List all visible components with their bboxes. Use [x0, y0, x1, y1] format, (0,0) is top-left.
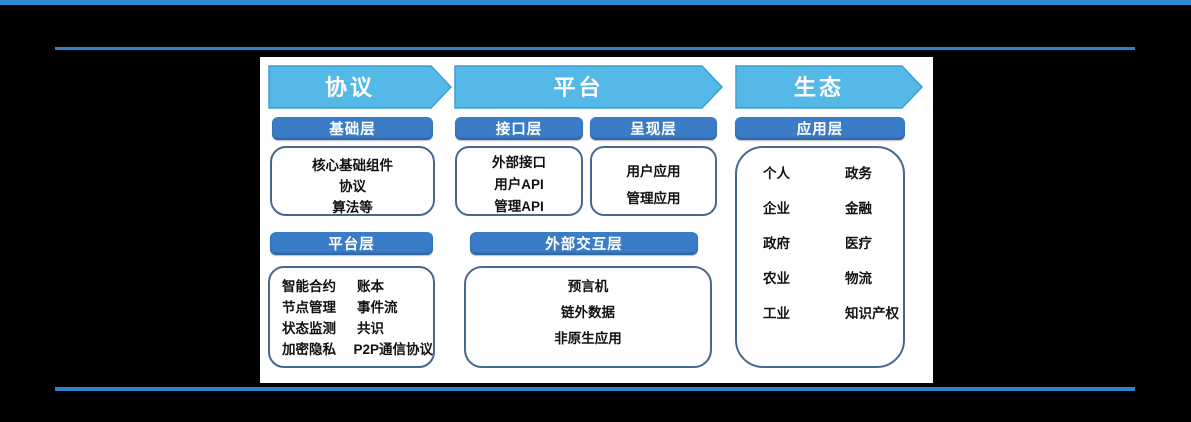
slide-divider-line-top	[55, 47, 1135, 50]
layer-header-presentation: 呈现层	[590, 117, 717, 140]
slide-canvas: 协议 平台 生态 基础层 接口层 呈现层 应用层 平台层 外部交互层 核心基础组…	[260, 57, 933, 383]
layer-box-external-interaction: 预言机 链外数据 非原生应用	[464, 266, 712, 368]
layer-box-interface: 外部接口 用户API 管理API	[455, 146, 583, 216]
layer-item: P2P通信协议	[353, 342, 433, 357]
layer-item: 事件流	[357, 300, 398, 315]
layer-item: 协议	[339, 179, 366, 194]
layer-item: 核心基础组件	[312, 158, 393, 173]
slide-divider-line-bottom	[55, 387, 1135, 391]
layer-item: 链外数据	[561, 305, 615, 320]
layer-item: 算法等	[332, 200, 373, 215]
layer-item: 智能合约	[282, 279, 336, 294]
arrow-banner-protocol: 协议	[268, 65, 452, 109]
chevron-right-banner-icon	[268, 65, 452, 109]
layer-item: 工业	[763, 306, 790, 321]
layer-item: 管理应用	[626, 191, 681, 206]
arrow-label-ecosystem: 生态	[793, 75, 844, 100]
chevron-right-banner-icon	[454, 65, 723, 109]
layer-item-row: 政府 医疗	[737, 233, 903, 254]
layer-header-external-interaction: 外部交互层	[470, 232, 698, 255]
layer-item-row: 智能合约 账本	[282, 277, 433, 297]
layer-item: 知识产权	[845, 306, 899, 321]
layer-item: 外部接口	[492, 155, 546, 170]
layer-item: 医疗	[845, 236, 872, 251]
layer-header-application: 应用层	[735, 117, 905, 140]
layer-item: 状态监测	[282, 321, 336, 336]
layer-item: 节点管理	[282, 300, 336, 315]
arrow-label-platform: 平台	[553, 75, 604, 100]
layer-item: 物流	[845, 271, 872, 286]
layer-box-base: 核心基础组件 协议 算法等	[270, 146, 435, 216]
layer-item-row: 节点管理 事件流	[282, 298, 433, 318]
layer-item: 加密隐私	[282, 342, 336, 357]
layer-item: 账本	[357, 279, 384, 294]
chevron-right-banner-icon	[735, 65, 923, 109]
layer-item: 个人	[763, 166, 790, 181]
layer-item-row: 工业 知识产权	[737, 303, 903, 324]
layer-item-row: 状态监测 共识	[282, 319, 433, 339]
layer-item: 用户应用	[626, 164, 681, 179]
layer-item: 企业	[763, 201, 790, 216]
layer-box-application: 个人 政务 企业 金融 政府 医疗 农业 物流 工业 知识产权	[735, 146, 905, 368]
layer-item-row: 个人 政务	[737, 163, 903, 184]
arrow-banner-platform: 平台	[454, 65, 723, 109]
layer-item: 用户API	[494, 177, 544, 192]
layer-header-base: 基础层	[272, 117, 433, 140]
layer-item-row: 企业 金融	[737, 198, 903, 219]
layer-item: 共识	[357, 321, 384, 336]
layer-item: 管理API	[494, 199, 544, 214]
arrow-label-protocol: 协议	[324, 75, 375, 100]
layer-box-platform: 智能合约 账本 节点管理 事件流 状态监测 共识 加密隐私 P2P通信协议	[268, 266, 435, 368]
layer-item-row: 加密隐私 P2P通信协议	[282, 340, 433, 360]
layer-header-interface: 接口层	[455, 117, 583, 140]
layer-item: 政府	[763, 236, 790, 251]
layer-item: 非原生应用	[554, 331, 622, 346]
layer-box-presentation: 用户应用 管理应用	[590, 146, 717, 216]
layer-item: 预言机	[567, 279, 609, 294]
layer-item-row: 农业 物流	[737, 268, 903, 289]
layer-item: 农业	[763, 271, 790, 286]
top-border-line	[0, 0, 1191, 5]
layer-item: 政务	[845, 166, 872, 181]
arrow-banner-ecosystem: 生态	[735, 65, 923, 109]
layer-item: 金融	[845, 201, 872, 216]
layer-header-platform: 平台层	[270, 232, 433, 255]
